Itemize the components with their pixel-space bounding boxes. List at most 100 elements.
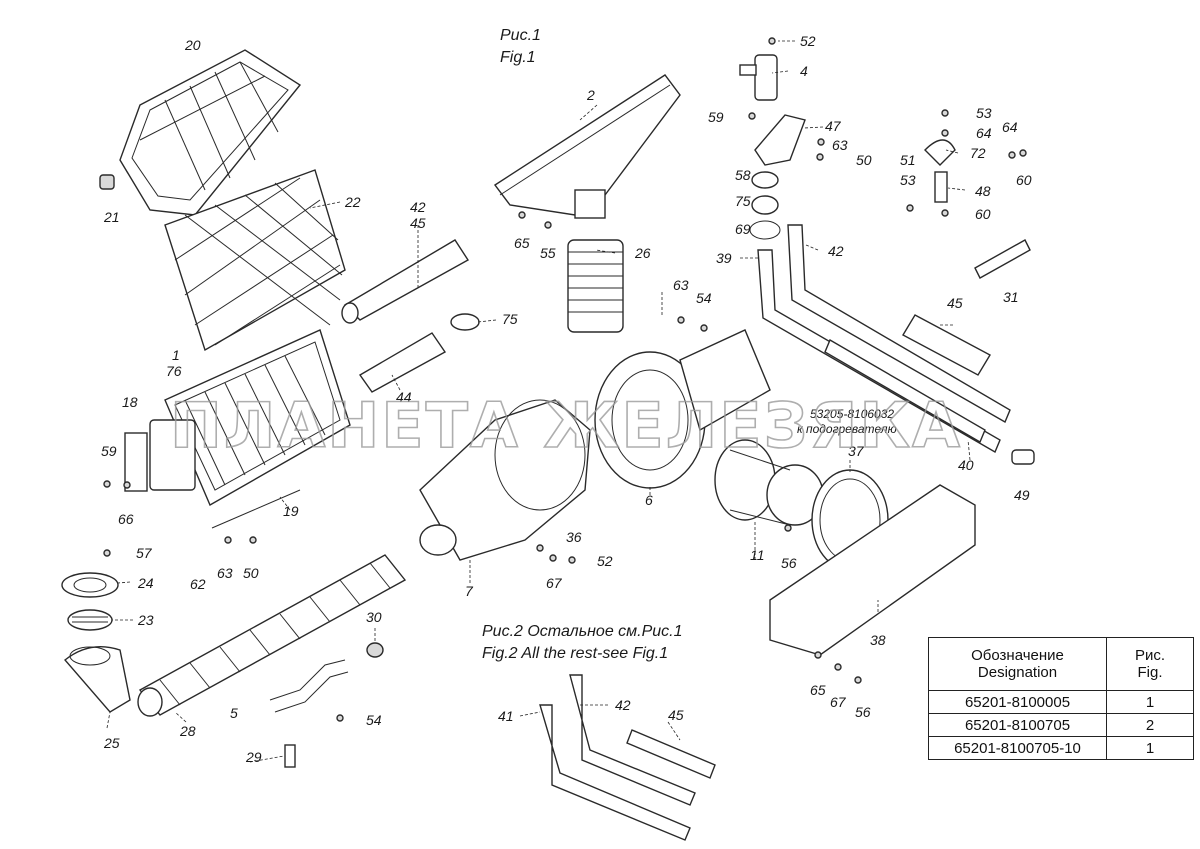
label-42-b: 42 xyxy=(828,243,844,259)
label-11: 11 xyxy=(750,547,765,563)
designation-header-en: Designation xyxy=(977,664,1058,681)
fig-cell: 1 xyxy=(1106,736,1194,760)
label-62: 62 xyxy=(190,576,206,592)
fan-housing-7-part xyxy=(419,399,591,561)
note-part-number: 53205-8106032 xyxy=(810,407,894,421)
label-52: 52 xyxy=(597,553,613,569)
filter-frame-part xyxy=(119,49,302,216)
shroud-38-part xyxy=(769,484,976,656)
label-31: 31 xyxy=(1003,289,1019,305)
label-75-b: 75 xyxy=(735,193,751,209)
label-2: 2 xyxy=(586,87,595,103)
motor-11-part xyxy=(714,439,824,526)
label-44: 44 xyxy=(396,389,412,405)
label-6: 6 xyxy=(645,492,653,508)
label-37: 37 xyxy=(848,443,865,459)
label-22: 22 xyxy=(344,194,361,210)
label-40: 40 xyxy=(958,457,974,473)
label-64: 64 xyxy=(976,125,992,141)
bracket-47-part xyxy=(754,114,806,166)
designation-table: Обозначение Designation Рис. Fig. 65201-… xyxy=(928,637,1194,760)
label-50-b: 50 xyxy=(856,152,872,168)
clamp-58-75-69-part xyxy=(749,171,781,240)
corrugated-hose-28-part xyxy=(137,554,407,717)
label-42: 42 xyxy=(410,199,426,215)
mesh-screen-part xyxy=(164,169,346,352)
corrugated-hose-26-part xyxy=(567,239,624,333)
fig-header-en: Fig. xyxy=(1137,664,1163,681)
bracket-5-part xyxy=(269,659,349,768)
part-number-labels: 20 21 22 1 76 18 59 66 19 62 63 50 57 24… xyxy=(101,33,1032,765)
fig2-pipes-part xyxy=(539,674,716,841)
label-58: 58 xyxy=(735,167,751,183)
label-67-b: 67 xyxy=(830,694,847,710)
fan-housing-6-part xyxy=(594,329,771,489)
fig1-title-en: Fig.1 xyxy=(500,49,536,66)
label-65-b: 65 xyxy=(810,682,826,698)
label-59-b: 59 xyxy=(708,109,724,125)
label-28: 28 xyxy=(179,723,196,739)
label-24: 24 xyxy=(137,575,154,591)
label-45: 45 xyxy=(410,215,426,231)
label-56: 56 xyxy=(781,555,797,571)
label-25: 25 xyxy=(103,735,120,751)
label-56-b: 56 xyxy=(855,704,871,720)
label-36: 36 xyxy=(566,529,582,545)
watermark: ПЛАНЕТА ЖЕЛЕЗЯКА xyxy=(170,389,962,462)
label-54: 54 xyxy=(366,712,382,728)
fig1-title-ru: Рис.1 xyxy=(500,27,541,44)
pipe-42-45-part xyxy=(341,239,469,324)
label-49: 49 xyxy=(1014,487,1030,503)
table-row: 65201-8100005 1 xyxy=(928,690,1194,714)
air-duct-2-part xyxy=(493,74,681,219)
label-72: 72 xyxy=(970,145,986,161)
fig-header-ru: Рис. xyxy=(1134,647,1166,664)
label-4: 4 xyxy=(800,63,808,79)
note-to-heater: к подогревателю xyxy=(797,422,897,436)
clip-part xyxy=(99,174,115,190)
label-54-b: 54 xyxy=(696,290,712,306)
label-75: 75 xyxy=(502,311,518,327)
label-53-b: 53 xyxy=(900,172,916,188)
designation-cell: 65201-8100705 xyxy=(928,713,1107,737)
table-row: 65201-8100705 2 xyxy=(928,713,1194,737)
flange-part xyxy=(61,572,119,598)
air-nozzle-part xyxy=(63,646,131,713)
label-60: 60 xyxy=(1016,172,1032,188)
label-50: 50 xyxy=(243,565,259,581)
label-64-b: 64 xyxy=(1002,119,1018,135)
label-18: 18 xyxy=(122,394,138,410)
label-47: 47 xyxy=(825,118,842,134)
clamp-75-part xyxy=(450,313,480,331)
pipe-45-part xyxy=(902,314,991,376)
grille-part xyxy=(67,609,113,631)
pipes-39-42-40-part xyxy=(757,224,1011,454)
table-header-row: Обозначение Designation Рис. Fig. xyxy=(928,637,1194,691)
fig-cell: 2 xyxy=(1106,713,1194,737)
label-41: 41 xyxy=(498,708,514,724)
designation-cell: 65201-8100005 xyxy=(928,690,1107,714)
fig-cell: 1 xyxy=(1106,690,1194,714)
label-20: 20 xyxy=(184,37,201,53)
heater-core-part xyxy=(124,329,351,529)
label-30: 30 xyxy=(366,609,382,625)
label-57: 57 xyxy=(136,545,153,561)
fasteners xyxy=(103,37,1027,722)
label-7: 7 xyxy=(465,583,474,599)
label-5: 5 xyxy=(230,705,238,721)
designation-cell: 65201-8100705-10 xyxy=(928,736,1107,760)
label-48: 48 xyxy=(975,183,991,199)
label-60-b: 60 xyxy=(975,206,991,222)
label-42-c: 42 xyxy=(615,697,631,713)
label-59: 59 xyxy=(101,443,117,459)
label-67: 67 xyxy=(546,575,563,591)
label-52-b: 52 xyxy=(800,33,816,49)
label-23: 23 xyxy=(137,612,154,628)
designation-header-ru: Обозначение xyxy=(971,647,1064,664)
label-63-b: 63 xyxy=(673,277,689,293)
designation-header: Обозначение Designation xyxy=(928,637,1107,691)
fitting-49-part xyxy=(1011,449,1035,465)
label-51: 51 xyxy=(900,152,916,168)
fig-header: Рис. Fig. xyxy=(1106,637,1194,691)
fig2-title-en: Fig.2 All the rest-see Fig.1 xyxy=(482,645,668,662)
